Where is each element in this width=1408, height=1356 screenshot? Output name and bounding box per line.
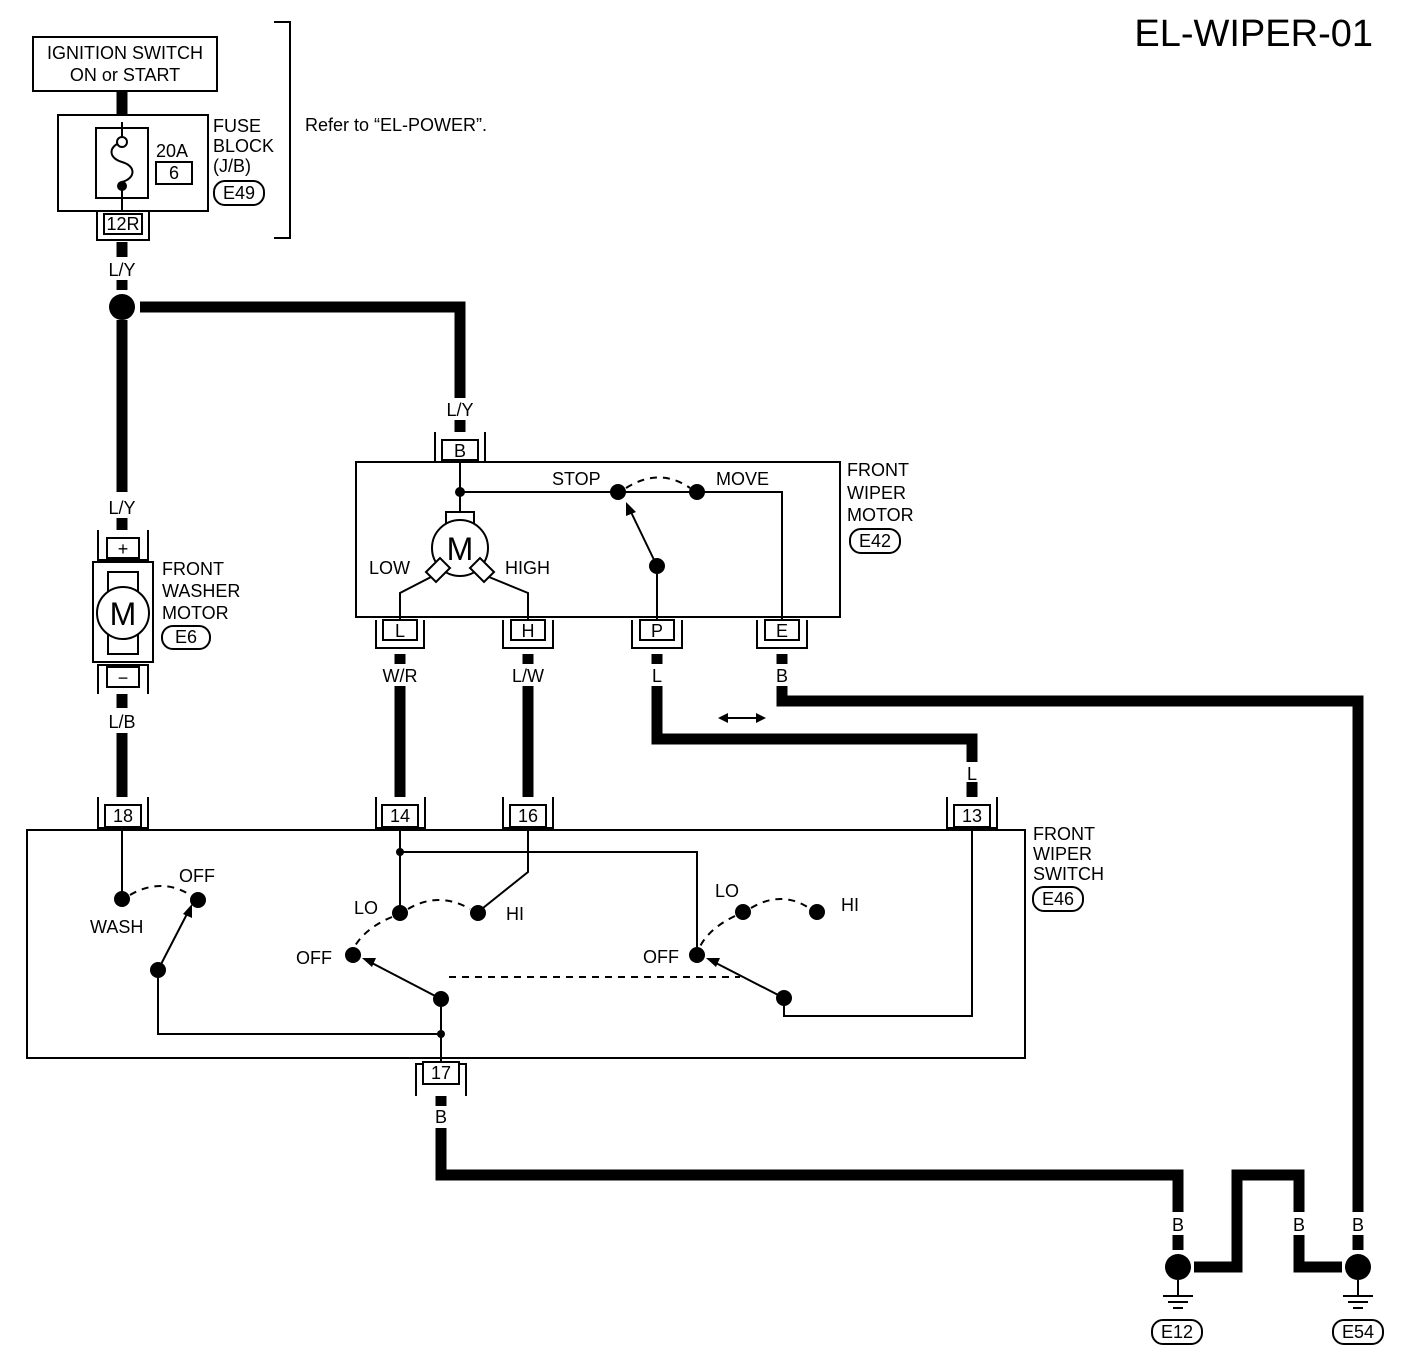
fuse-top-node <box>116 136 128 148</box>
switch-lo-1: LO <box>354 898 378 918</box>
fuse-rating: 20A <box>156 141 188 161</box>
wire-label-b-5: B <box>1293 1215 1305 1235</box>
wire-label-b-3: B <box>1172 1215 1184 1235</box>
wiper-motor-terminal-h: H <box>522 621 535 641</box>
ground-e12-label: E12 <box>1161 1322 1193 1342</box>
washer-motor-label-3: MOTOR <box>162 603 229 623</box>
fuse-block-label-1: FUSE <box>213 116 261 136</box>
wiper-motor-label-1: FRONT <box>847 460 909 480</box>
wiper-switch-label-2: WIPER <box>1033 844 1092 864</box>
washer-terminal-minus: − <box>118 668 129 688</box>
refer-text: Refer to “EL-POWER”. <box>305 115 487 135</box>
switch-terminal-18: 18 <box>113 806 133 826</box>
wire-label-lw: L/W <box>512 666 544 686</box>
washer-terminal-plus: + <box>118 539 129 559</box>
wiper-motor-terminal-b: B <box>454 441 466 461</box>
diagram-title: EL-WIPER-01 <box>1134 13 1373 55</box>
wiper-motor-move: MOVE <box>716 469 769 489</box>
washer-motor-connector: E6 <box>175 627 197 647</box>
wiper-motor-symbol: M <box>447 531 474 567</box>
wiper-motor-low: LOW <box>369 558 410 578</box>
wire-label-b-2: B <box>435 1107 447 1127</box>
switch-off-2: OFF <box>643 947 679 967</box>
wire-label-b-4: B <box>1231 1215 1243 1235</box>
switch-wash-off: OFF <box>179 866 215 886</box>
front-washer-motor: + M − FRONT WASHER MOTOR E6 <box>92 530 240 694</box>
wiper-motor-label-2: WIPER <box>847 483 906 503</box>
ignition-switch-label-1: IGNITION SWITCH <box>47 43 203 63</box>
splice-node <box>109 294 135 320</box>
switch-terminal-17: 17 <box>431 1063 451 1083</box>
wire-label-l-1: L <box>652 666 662 686</box>
ignition-switch-label-2: ON or START <box>70 65 180 85</box>
wiper-motor-terminal-e: E <box>776 621 788 641</box>
switch-terminal-16: 16 <box>518 806 538 826</box>
fuse-number: 6 <box>169 163 179 183</box>
wires <box>116 91 1364 1273</box>
front-wiper-motor: B M LOW HIGH STOP MOVE FRONT WIPER MOTOR… <box>355 432 914 649</box>
front-wiper-switch: 18 14 16 13 17 FRONT WIPER SWITCH E46 WA… <box>26 797 1104 1096</box>
wiper-motor-high: HIGH <box>505 558 550 578</box>
switch-lo-2: LO <box>715 881 739 901</box>
fuse-block-connector-badge <box>213 180 265 206</box>
washer-motor-label-1: FRONT <box>162 559 224 579</box>
switch-wash: WASH <box>90 917 143 937</box>
wiper-switch-label-1: FRONT <box>1033 824 1095 844</box>
shielded-pair-arrow <box>718 713 766 723</box>
wiper-motor-connector: E42 <box>859 531 891 551</box>
wire-label-lb: L/B <box>108 712 135 732</box>
switch-hi-2: HI <box>841 895 859 915</box>
fuse-block-label-2: BLOCK <box>213 136 274 156</box>
ground-e54-label: E54 <box>1342 1322 1374 1342</box>
wire-label-ly-2: L/Y <box>446 400 473 420</box>
switch-terminal-13: 13 <box>962 806 982 826</box>
wiper-motor-label-3: MOTOR <box>847 505 914 525</box>
wiper-motor-stop: STOP <box>552 469 601 489</box>
wire-label-l-2: L <box>967 764 977 784</box>
switch-hi-1: HI <box>506 904 524 924</box>
fuse-block: 20A 6 FUSE BLOCK (J/B) E49 12R <box>57 114 274 241</box>
terminal-12r: 12R <box>106 214 139 234</box>
wiper-switch-label-3: SWITCH <box>1033 864 1104 884</box>
ignition-switch: IGNITION SWITCH ON or START <box>32 36 218 92</box>
fuse-block-label-3: (J/B) <box>213 156 251 176</box>
washer-motor-symbol: M <box>110 596 137 632</box>
wiper-motor-terminal-p: P <box>651 621 663 641</box>
wiper-motor-terminal-l: L <box>395 621 405 641</box>
fuse-bottom-node <box>117 181 127 191</box>
washer-motor-label-2: WASHER <box>162 581 240 601</box>
fuse-block-connector: E49 <box>223 183 255 203</box>
ground-e54: E54 <box>1332 1254 1384 1345</box>
wire-label-ly-1: L/Y <box>108 260 135 280</box>
switch-terminal-14: 14 <box>390 806 410 826</box>
wire-label-wr: W/R <box>383 666 418 686</box>
wire-label-ly-3: L/Y <box>108 498 135 518</box>
switch-off-1: OFF <box>296 948 332 968</box>
wiper-switch-connector: E46 <box>1042 889 1074 909</box>
wire-label-b-6: B <box>1352 1215 1364 1235</box>
wire-label-b-1: B <box>776 666 788 686</box>
ground-e12: E12 <box>1151 1254 1203 1345</box>
